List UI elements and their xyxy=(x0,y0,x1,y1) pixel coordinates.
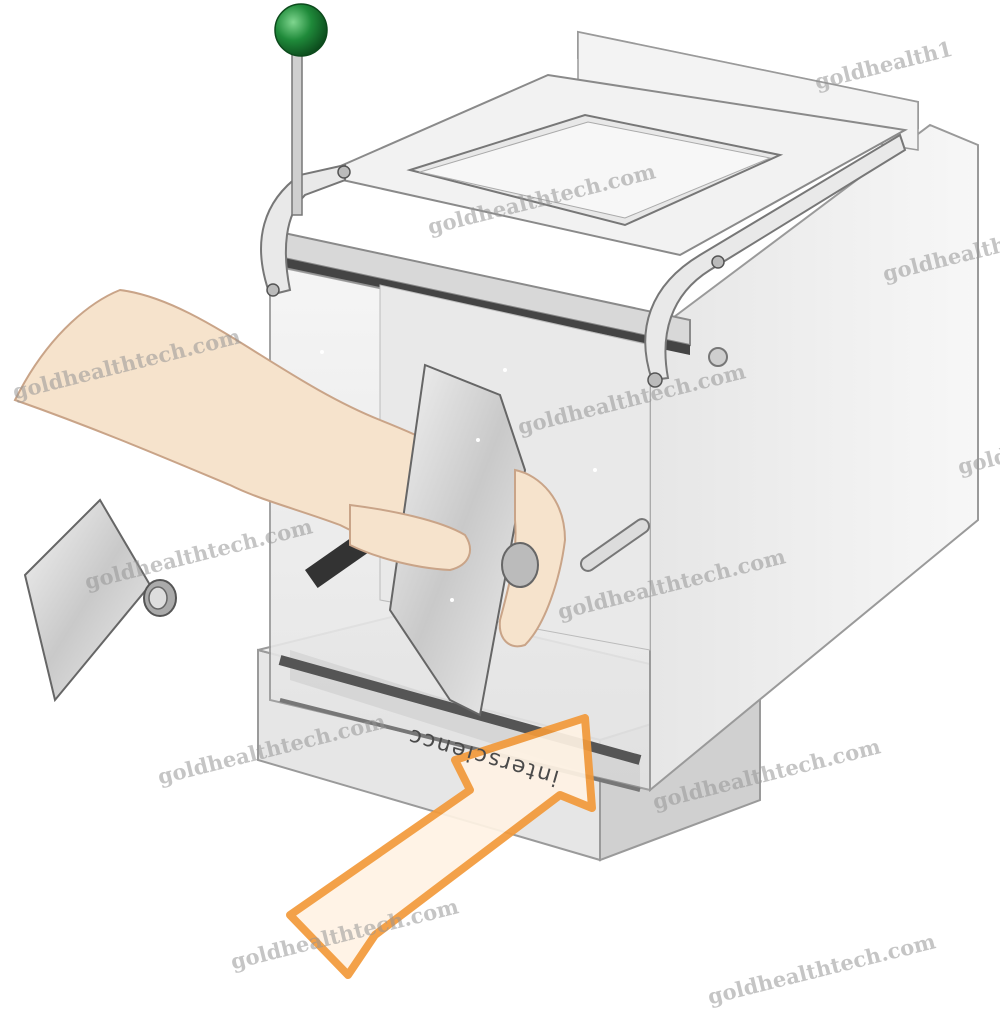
frame-arm-left xyxy=(260,163,351,297)
machine-body xyxy=(269,30,979,793)
frame-arm-right xyxy=(644,133,907,388)
insertion-arrow xyxy=(286,714,596,979)
hand-with-plate xyxy=(13,288,567,717)
lever-with-green-knob xyxy=(274,3,328,216)
sparkles xyxy=(320,350,597,602)
spare-plate xyxy=(23,498,177,703)
